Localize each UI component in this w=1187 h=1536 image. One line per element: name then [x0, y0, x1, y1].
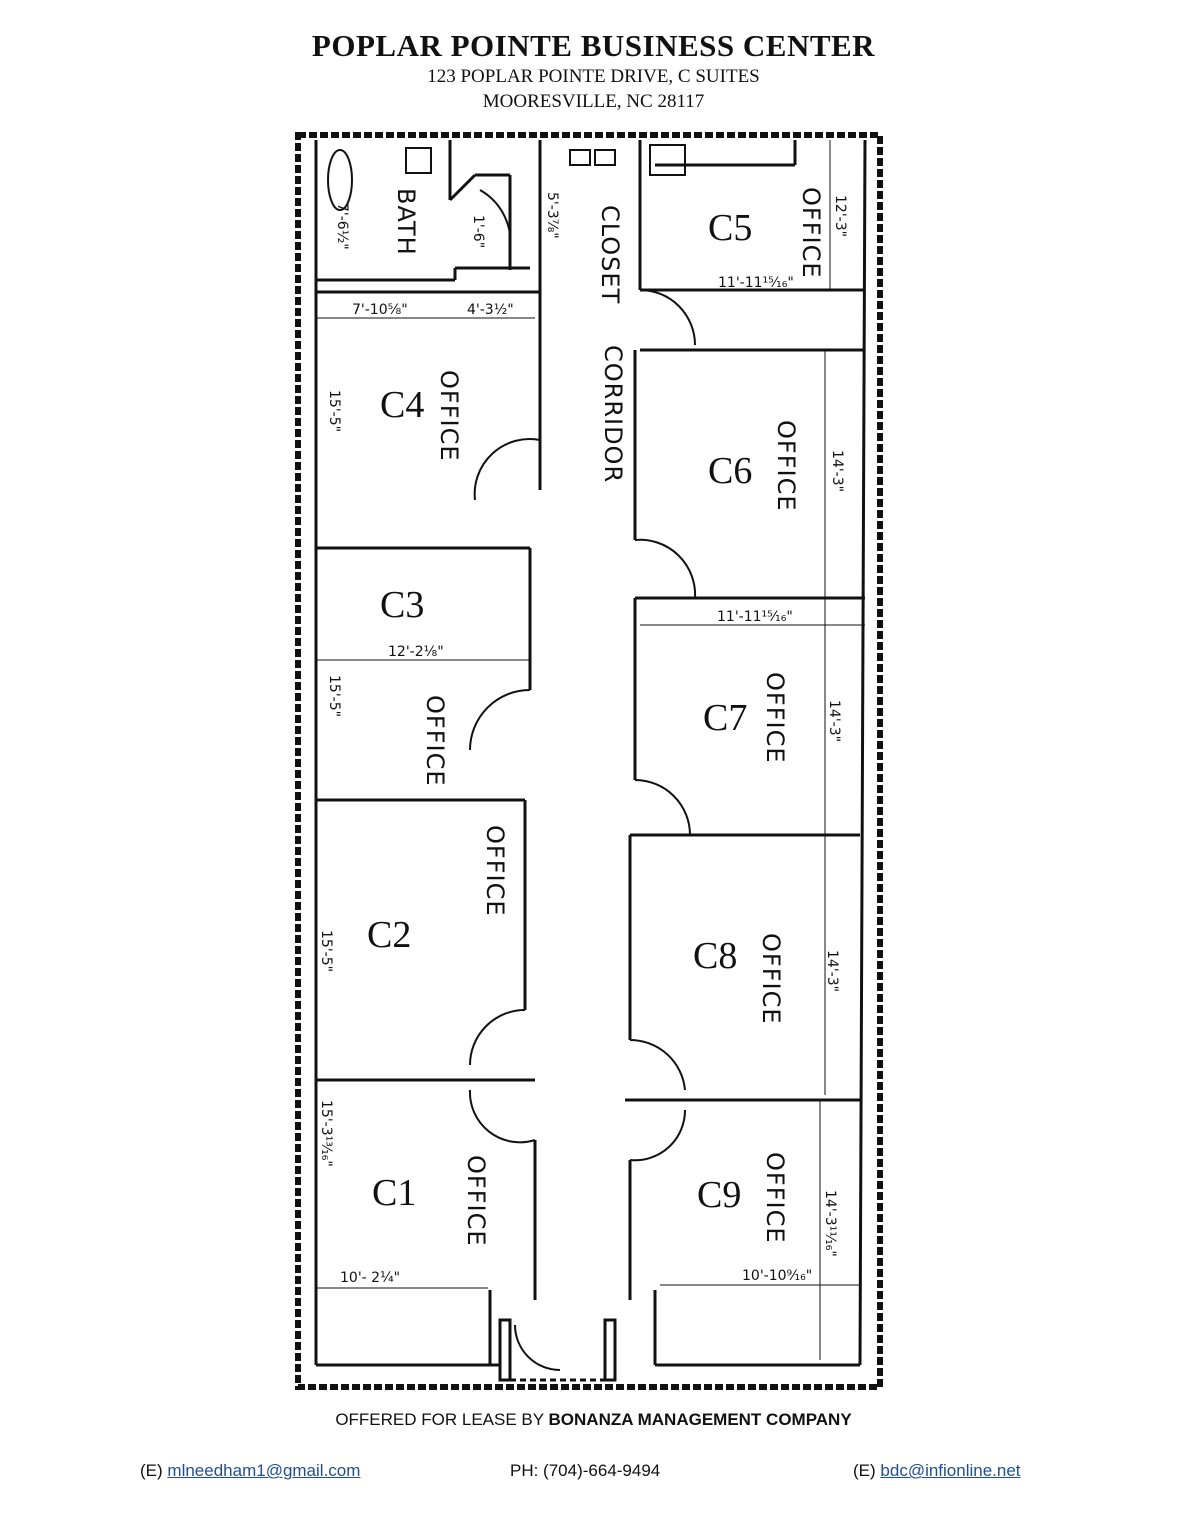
dim-c3-height: 15'-5" — [326, 675, 342, 717]
label-office-c5: OFFICE — [797, 187, 825, 279]
label-office-c6: OFFICE — [772, 420, 800, 512]
contact-phone: PH: (704)-664-9494 — [510, 1461, 661, 1480]
room-c7: C7 — [703, 697, 747, 739]
dim-c7-width: 11'-11¹⁵⁄₁₆" — [717, 609, 793, 625]
label-office-c8: OFFICE — [757, 933, 785, 1025]
email-prefix: (E) — [853, 1461, 876, 1480]
room-c3: C3 — [380, 584, 424, 626]
address-line-1: 123 POPLAR POINTE DRIVE, C SUITES — [427, 66, 760, 87]
dimension-lines — [316, 140, 865, 1360]
dim-c6-height: 14'-3" — [829, 450, 845, 492]
dim-c9-height: 14'-3¹¹⁄₁₆" — [822, 1190, 838, 1257]
dim-c3-width: 12'-2⅛" — [388, 644, 444, 660]
room-c9: C9 — [697, 1174, 741, 1216]
offered-for-lease: OFFERED FOR LEASE BY BONANZA MANAGEMENT … — [0, 1410, 1187, 1430]
dim-c7-height: 14'-3" — [826, 700, 842, 742]
label-bath: BATH — [392, 188, 420, 256]
room-c8: C8 — [693, 935, 737, 977]
dim-c4-height: 15'-5" — [326, 390, 342, 432]
dim-c9-width: 10'-10⁹⁄₁₆" — [742, 1268, 812, 1284]
contact-email-1: (E) mlneedham1@gmail.com — [140, 1461, 360, 1481]
label-office-c1: OFFICE — [462, 1155, 490, 1247]
room-c6: C6 — [708, 450, 752, 492]
room-c5: C5 — [708, 207, 752, 249]
door-swings — [327, 144, 697, 1371]
label-closet: CLOSET — [596, 205, 624, 304]
contact-email-2: (E) bdc@infionline.net — [853, 1461, 1021, 1481]
label-corridor: CORRIDOR — [599, 345, 627, 483]
dim-c1-width: 10'- 2¼" — [340, 1270, 400, 1286]
email-link-1[interactable]: mlneedham1@gmail.com — [167, 1461, 361, 1480]
dim-closet-width: 5'-3⅞" — [544, 192, 560, 239]
label-office-c2: OFFICE — [481, 825, 509, 917]
dim-c4-width-2: 4'-3½" — [467, 302, 514, 318]
email-link-2[interactable]: bdc@infionline.net — [880, 1461, 1021, 1480]
dim-c5-height: 12'-3" — [832, 195, 848, 237]
room-c4: C4 — [380, 384, 424, 426]
dim-c2-height: 15'-5" — [318, 930, 334, 972]
label-office-c7: OFFICE — [761, 672, 789, 764]
dim-bath-height: 7'-6½" — [334, 203, 350, 250]
dim-c8-height: 14'-3" — [824, 950, 840, 992]
dim-c4-width-1: 7'-10⅝" — [352, 302, 408, 318]
room-c1: C1 — [372, 1172, 416, 1214]
dim-c5-width: 11'-11¹⁵⁄₁₆" — [718, 275, 794, 291]
company-name: BONANZA MANAGEMENT COMPANY — [548, 1410, 852, 1429]
label-office-c3: OFFICE — [421, 695, 449, 787]
label-office-c9: OFFICE — [761, 1152, 789, 1244]
offered-prefix: OFFERED FOR LEASE BY — [335, 1410, 544, 1429]
address-line-2: MOORESVILLE, NC 28117 — [482, 91, 705, 112]
email-prefix: (E) — [140, 1461, 163, 1480]
room-c2: C2 — [367, 914, 411, 956]
dim-c1-height: 15'-3¹³⁄₁₆" — [318, 1100, 334, 1167]
label-office-c4: OFFICE — [435, 370, 463, 462]
page-title: POPLAR POINTE BUSINESS CENTER — [311, 28, 876, 63]
dim-bath-door: 1'-6" — [470, 215, 486, 248]
